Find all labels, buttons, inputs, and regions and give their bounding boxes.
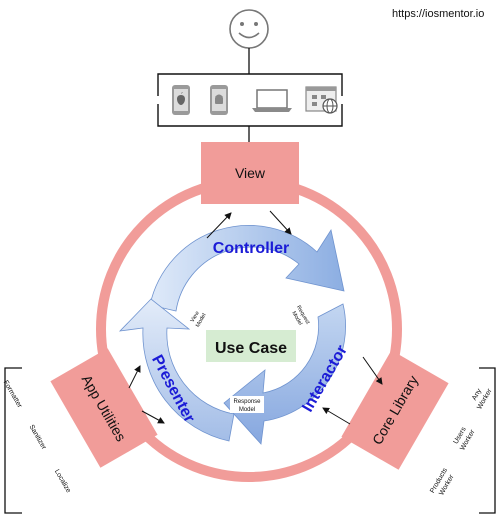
app-utilities-block: App Utilities [50, 348, 158, 468]
view-to-controller-arrow [269, 210, 292, 235]
controller-arrow [149, 225, 345, 312]
view-label: View [235, 165, 266, 181]
any-worker: Any Worker [471, 387, 494, 411]
use-case-box [206, 330, 296, 362]
view-model-line1: View [190, 310, 201, 323]
workers-bracket [479, 367, 496, 514]
users-worker: Users Worker [453, 426, 477, 452]
presenter-to-utilities-arrow [141, 410, 165, 424]
use-case-label: Use Case [215, 340, 287, 357]
products-worker: Products Worker [429, 467, 456, 497]
response-model-tag: Response Model [230, 396, 264, 413]
web-icon [305, 86, 338, 114]
android-phone-icon [210, 85, 228, 115]
interactor-to-core-arrow [362, 356, 383, 385]
response-model-line2: Model [239, 407, 255, 413]
laptop-icon [252, 89, 292, 112]
website-url[interactable]: https://iosmentor.io [392, 8, 485, 20]
utilities-bracket [4, 367, 22, 514]
utilities-to-presenter-arrow [128, 365, 141, 389]
devices-bracket-top [157, 73, 343, 96]
view-block [201, 142, 299, 204]
smiley-face-icon [229, 9, 269, 49]
sanitizer-label: Sanitizer [27, 424, 47, 452]
devices-bracket-bottom [157, 104, 343, 127]
core-to-interactor-arrow [322, 407, 351, 425]
controller-to-view-arrow [206, 212, 232, 239]
controller-label: Controller [213, 240, 289, 257]
presenter-arrow [118, 298, 235, 442]
ios-phone-icon [172, 85, 190, 115]
response-model-line1: Response [233, 399, 261, 405]
core-library-block: Core Library [341, 350, 449, 470]
localize-label: Localize [53, 468, 72, 494]
